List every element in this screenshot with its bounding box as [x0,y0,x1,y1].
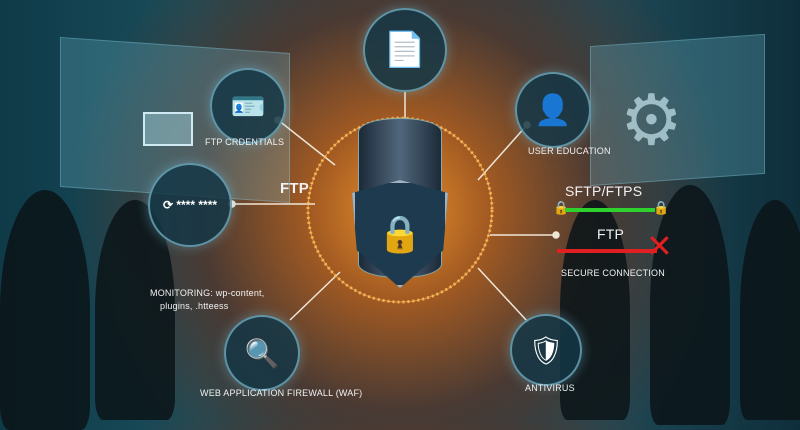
antivirus-label: ANTIVIRUS [525,383,575,393]
secure-connection-line [565,208,655,212]
secure-connection-label: SECURE CONNECTION [561,268,665,278]
password-sync-node[interactable]: ⟳ **** **** [148,163,232,247]
password-sync-icon: ⟳ **** **** [162,198,218,212]
audience-silhouette [560,200,630,420]
monitoring-label-line2: plugins, .htteess [160,301,229,311]
antivirus-shield-icon: 🛡 [528,334,564,366]
ftp-label-right: FTP [597,226,625,242]
audience-silhouette [650,185,730,425]
sftp-label: SFTP/FTPS [565,183,643,199]
antivirus-node[interactable]: 🛡 [510,314,582,386]
audience-silhouette [740,200,800,420]
ftp-credentials-node[interactable]: 🪪 [210,68,286,144]
credentials-card-icon: 🪪 [230,90,266,122]
document-search-icon: 🔍 [244,337,280,369]
waf-node[interactable]: 🔍 [224,315,300,391]
ftp-credentials-label: FTP CRDENTIALS [205,137,285,147]
envelope-icon [143,112,193,146]
user-shield-icon: 👤 [534,93,572,127]
audience-silhouette [0,190,90,430]
red-x-icon: ✕ [646,228,673,264]
insecure-connection-line [557,249,657,253]
user-education-node[interactable]: 👤 [515,72,591,148]
document-shield-node[interactable]: 📄 [363,8,447,92]
monitoring-label-line1: MONITORING: wp-content, [150,288,265,298]
user-education-label: USER EDUCATION [528,146,611,156]
padlock-right-icon: 🔒 [653,200,670,215]
gears-icon: ⚙ [620,81,683,159]
document-shield-icon: 📄 [383,31,427,69]
ftp-label-left: FTP [280,180,309,197]
waf-label: WEB APPLICATION FIREWALL (WAF) [200,388,363,398]
